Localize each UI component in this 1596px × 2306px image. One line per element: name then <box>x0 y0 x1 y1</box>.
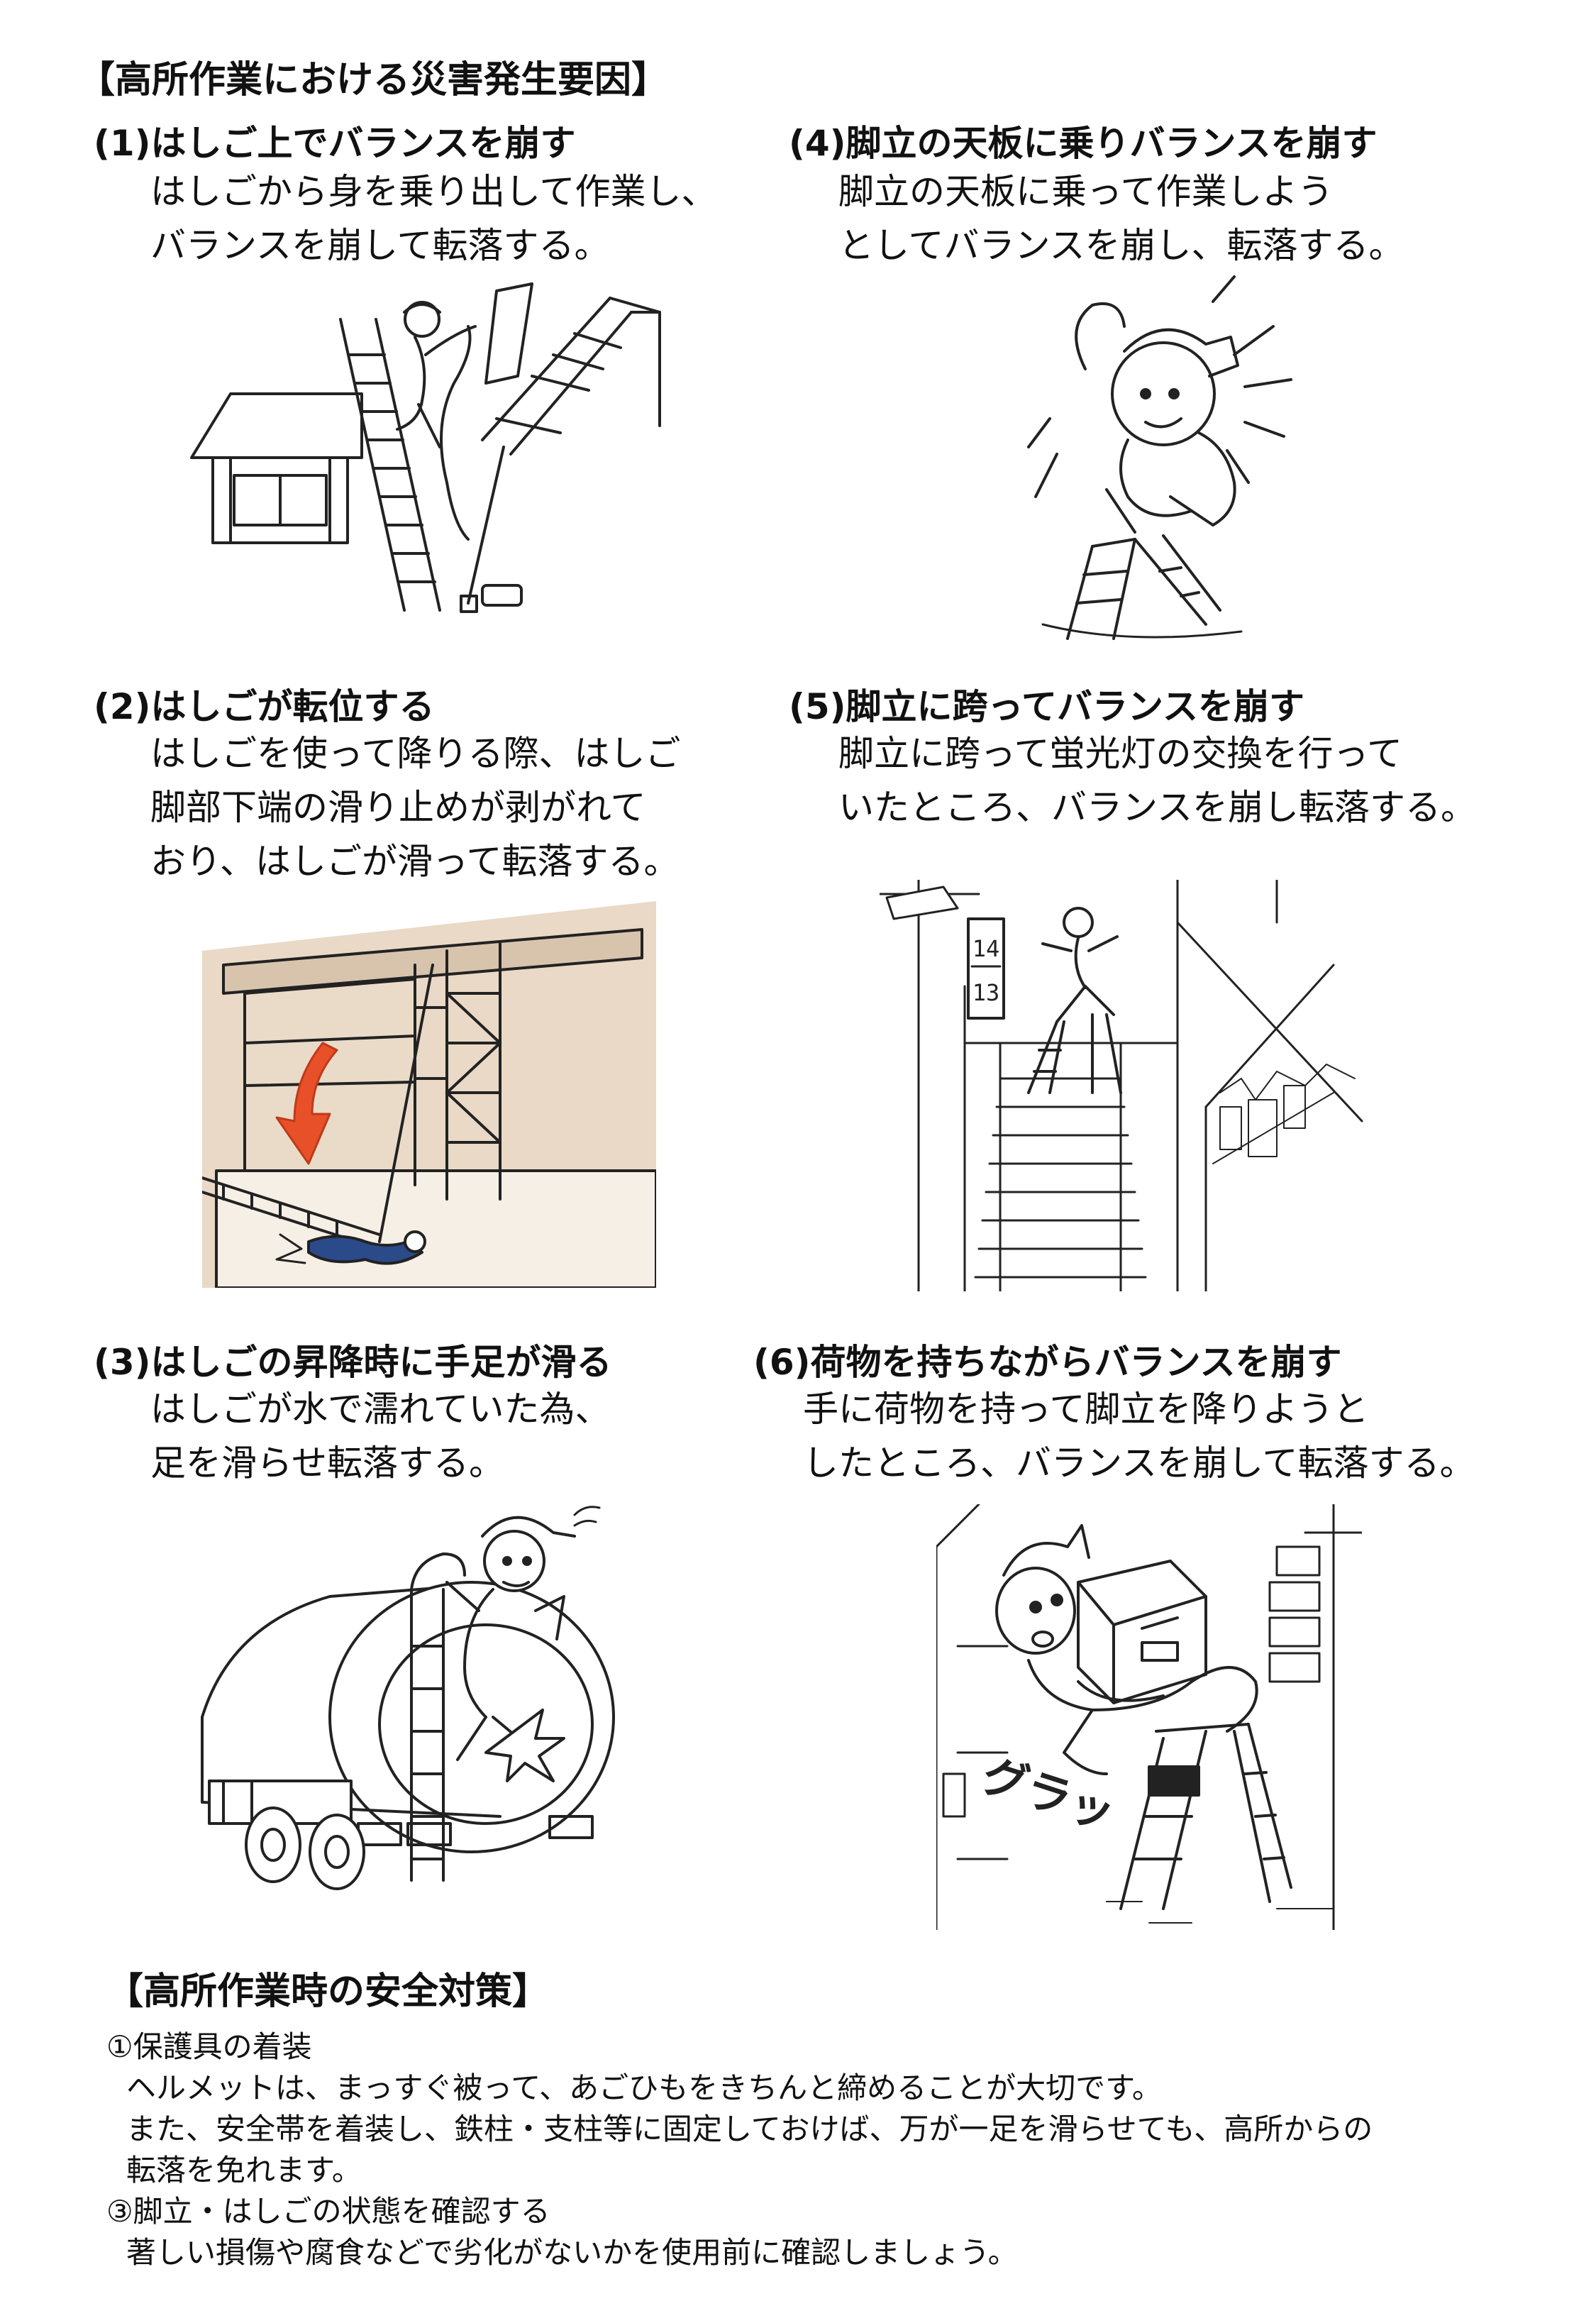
room-walls-icon <box>202 901 656 1288</box>
tool-box-icon <box>461 585 521 612</box>
case-4-line-2: としてバランスを崩し、転落する。 <box>838 225 1404 266</box>
illustration-ladder-slip <box>202 901 656 1288</box>
safety-item-1-heading: ①保護具の着装 <box>106 2029 312 2064</box>
case-5-line-2: いたところ、バランスを崩し転落する。 <box>838 787 1476 828</box>
window-frame-icon <box>486 284 532 383</box>
safety-item-2-body: 著しい損傷や腐食などで劣化がないかを使用前に確認しましょう。 <box>126 2232 1018 2273</box>
safety-item-2-heading: ③脚立・はしごの状態を確認する <box>106 2194 550 2229</box>
floor-number-lower: 13 <box>972 979 1000 1006</box>
city-view-icon <box>1213 1064 1355 1164</box>
worker-falling-icon <box>1076 304 1238 532</box>
falling-arrow-icon <box>277 1043 337 1164</box>
case-6-title: (6)荷物を持ちながらバランスを崩す <box>753 1342 1342 1383</box>
case-1-line-1: はしごから身を乗り出して作業し、 <box>150 171 717 212</box>
stepladder-worker-icon <box>1029 908 1121 1093</box>
wheel-icon <box>246 1808 364 1889</box>
case-4-text: 脚立の天板に乗って作業しよう としてバランスを崩し、転落する。 <box>838 165 1404 272</box>
case-5-line-1: 脚立に跨って蛍光灯の交換を行って <box>838 733 1402 774</box>
case-3-line-2: 足を滑らせ転落する。 <box>150 1442 504 1484</box>
case-3-title: (3)はしごの昇降時に手足が滑る <box>94 1342 612 1383</box>
case-2-text: はしごを使って降りる際、はしご 脚部下端の滑り止めが剥がれて おり、はしごが滑っ… <box>150 727 681 888</box>
fallen-worker-icon <box>277 1232 425 1264</box>
case-4-title: (4)脚立の天板に乗りバランスを崩す <box>789 123 1378 164</box>
stairs-icon <box>975 1043 1146 1291</box>
safety-title: 【高所作業時の安全対策】 <box>106 1970 550 2013</box>
safety-item-1-body: ヘルメットは、まっすぐ被って、あごひもをきちんと締めることが大切です。 また、安… <box>126 2068 1373 2191</box>
safety-item-2-line-1: 著しい損傷や腐食などで劣化がないかを使用前に確認しましょう。 <box>126 2235 1018 2270</box>
worker-icon <box>397 302 475 539</box>
safety-item-1-line-2: また、安全帯を着装し、鉄柱・支柱等に固定しておけば、万が一足を滑らせても、高所か… <box>126 2112 1373 2146</box>
stairwell-walls-icon <box>880 880 1362 1291</box>
case-6-line-1: 手に荷物を持って脚立を降りようと <box>803 1389 1369 1430</box>
case-6-line-2: したところ、バランスを崩して転落する。 <box>803 1442 1475 1484</box>
worker-carrying-icon <box>997 1526 1257 1774</box>
page-title: 【高所作業における災害発生要因】 <box>78 59 669 101</box>
stepladder-icon <box>1121 1724 1291 1909</box>
illustration-ladder-lean-out <box>163 270 731 639</box>
safety-item-1-line-1: ヘルメットは、まっすぐ被って、あごひもをきちんと締めることが大切です。 <box>126 2070 1162 2105</box>
stepladder-icon <box>1068 536 1220 639</box>
storeroom-walls-icon <box>936 1504 1362 1930</box>
climbing-worker-icon <box>447 1507 599 1760</box>
illustration-stepladder-top-fall <box>1000 270 1397 653</box>
case-2-title: (2)はしごが転位する <box>94 686 435 727</box>
illustration-box-stepladder: グラッ <box>936 1504 1362 1930</box>
scaffold-icon <box>468 298 660 603</box>
case-1-title: (1)はしご上でバランスを崩す <box>94 123 576 164</box>
case-6-text: 手に荷物を持って脚立を降りようと したところ、バランスを崩して転落する。 <box>803 1382 1475 1490</box>
floor-sign: 14 13 <box>968 919 1004 1018</box>
truck-ladder-icon <box>411 1554 465 1880</box>
safety-item-1-line-3: 転落を免れます。 <box>126 2153 362 2188</box>
case-1-text: はしごから身を乗り出して作業し、 バランスを崩して転落する。 <box>150 165 717 272</box>
illustration-tank-truck-ladder <box>181 1483 635 1923</box>
case-2-line-2: 脚部下端の滑り止めが剥がれて <box>150 787 646 828</box>
case-2-line-3: おり、はしごが滑って転落する。 <box>150 841 680 882</box>
house-icon <box>192 394 362 543</box>
sound-effect-text: グラッ <box>975 1749 1121 1841</box>
ladder-icon <box>340 319 440 610</box>
slip-burst-icon <box>486 1710 564 1781</box>
case-1-line-2: バランスを崩して転落する。 <box>150 225 610 266</box>
tank-truck-icon <box>202 1582 614 1852</box>
floor-hatching-icon <box>1107 1902 1334 1923</box>
case-2-line-1: はしごを使って降りる際、はしご <box>150 733 681 774</box>
impact-lines-icon <box>1029 277 1291 497</box>
case-4-line-1: 脚立の天板に乗って作業しよう <box>838 171 1334 212</box>
case-3-line-1: はしごが水で濡れていた為、 <box>150 1389 611 1430</box>
case-5-title: (5)脚立に跨ってバランスを崩す <box>789 686 1304 727</box>
floor-number-upper: 14 <box>972 935 1000 962</box>
cardboard-box-icon <box>1078 1561 1206 1703</box>
case-3-text: はしごが水で濡れていた為、 足を滑らせ転落する。 <box>150 1382 611 1490</box>
scaffold-tower-icon <box>415 944 500 1199</box>
case-5-text: 脚立に跨って蛍光灯の交換を行って いたところ、バランスを崩し転落する。 <box>838 727 1476 834</box>
illustration-stairwell-stepladder: 14 13 <box>880 880 1390 1291</box>
